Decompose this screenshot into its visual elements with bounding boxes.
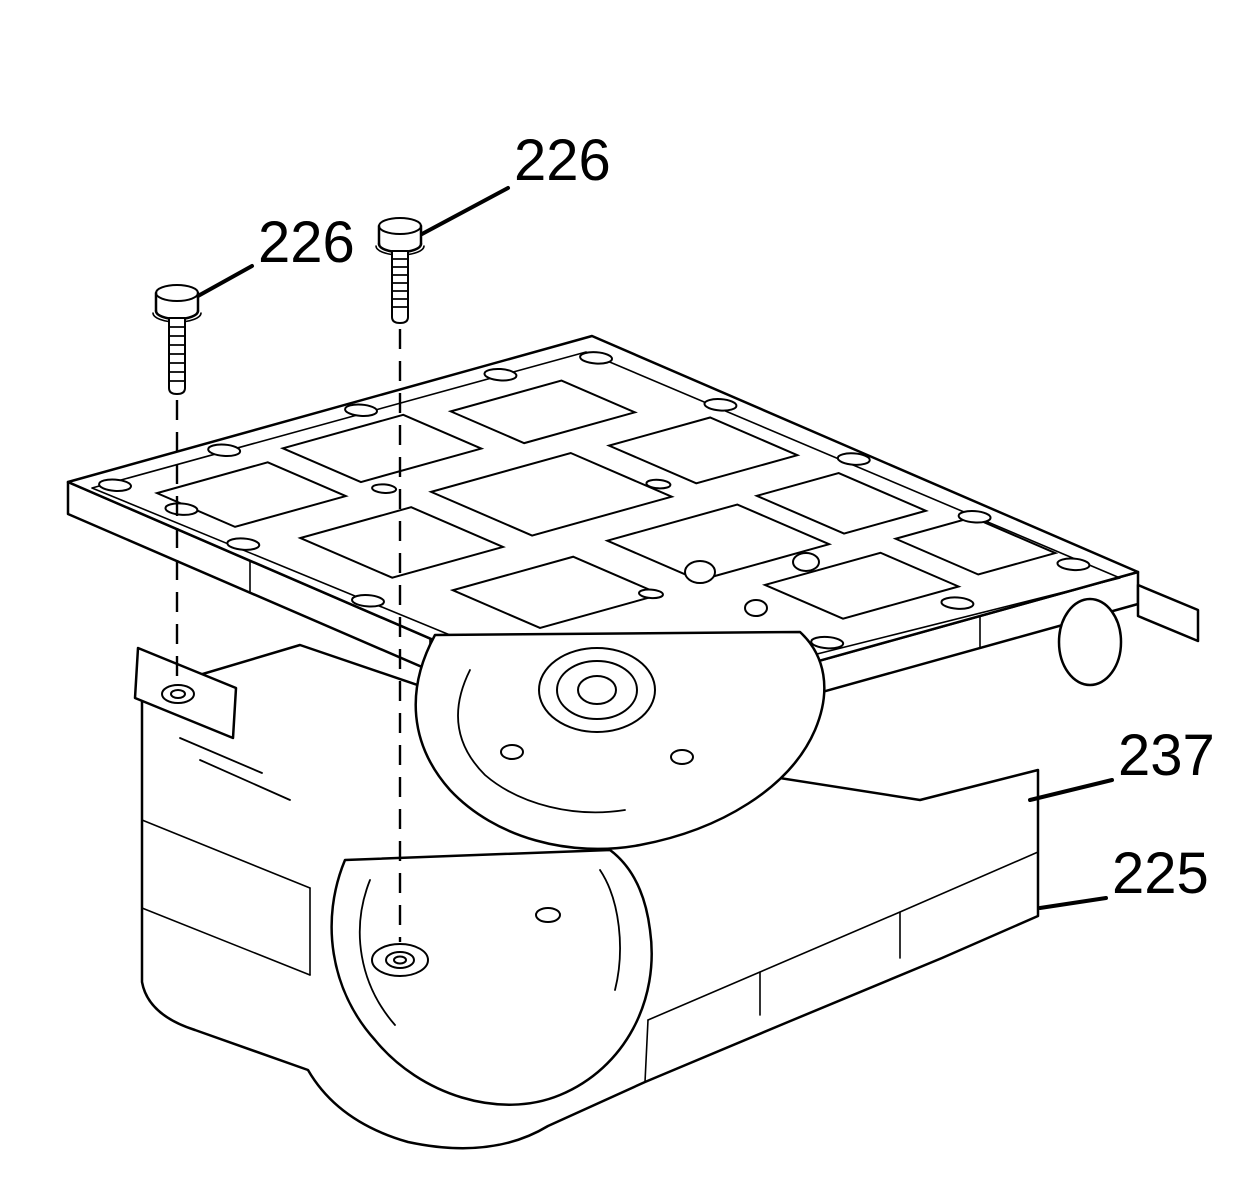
bolt-upper-head	[378, 217, 422, 235]
leader-line-bolt-upper	[420, 186, 510, 236]
callout-label-valve-body: 225	[1112, 841, 1209, 906]
plate-inner-holes	[367, 434, 827, 603]
bolt-hole-tab-lower	[371, 943, 429, 977]
bolt-left-head	[155, 284, 199, 302]
accumulator-boss	[538, 647, 656, 733]
check-ball-bosses	[684, 552, 820, 617]
callout-valve-body: 225	[1038, 841, 1209, 910]
right-cylinder-boss	[1057, 597, 1123, 687]
gasket-outline	[91, 351, 1121, 705]
bolt-hole-left	[170, 689, 186, 699]
flange-hole	[535, 907, 561, 923]
callout-label-bolt-left: 226	[258, 210, 355, 275]
bolt-left-threads	[169, 326, 185, 382]
bolt-left-shank	[168, 317, 186, 395]
bolt-upper	[375, 217, 425, 324]
callout-bolt-left: 226	[196, 210, 355, 298]
callout-label-spacer-plate: 237	[1118, 723, 1215, 788]
bolt-upper-threads	[392, 258, 408, 308]
lower-body-front-flange	[330, 848, 653, 1106]
right-tab	[1136, 583, 1200, 643]
leader-line-bolt-left	[196, 264, 254, 298]
lower-body-contours	[141, 737, 1039, 1083]
upper-body-front-flange	[414, 630, 826, 851]
leader-line-spacer-plate	[1028, 778, 1114, 802]
bolt-upper-shank	[391, 250, 409, 324]
plate-pockets	[143, 359, 1064, 686]
bolt-ear-left	[133, 646, 238, 740]
lower-valve-body	[140, 643, 1040, 1150]
callout-bolt-upper: 226	[420, 128, 611, 236]
callout-label-bolt-upper: 226	[514, 128, 611, 193]
callout-spacer-plate: 237	[1028, 723, 1215, 802]
spacer-plate-assembly	[66, 334, 1200, 851]
leader-line-valve-body	[1038, 896, 1108, 910]
bolt-left	[152, 284, 202, 395]
